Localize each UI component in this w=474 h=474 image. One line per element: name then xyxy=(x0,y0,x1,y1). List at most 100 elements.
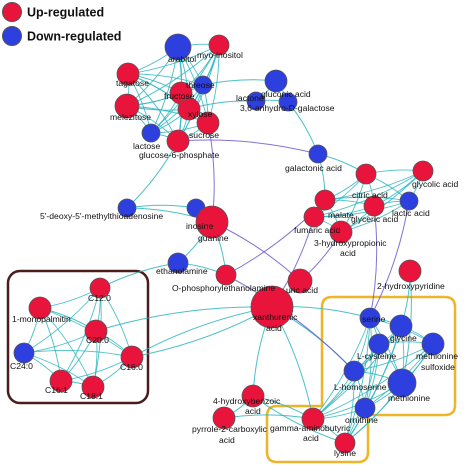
edge-lactic-acid-serine xyxy=(369,200,410,319)
node-lactone xyxy=(246,91,266,111)
label-fumaric-acid: fumaric acid xyxy=(294,225,341,235)
label-monopalmitin: 1-monopalmitin xyxy=(12,314,71,324)
label-pyrrole: pyrrole-2-carboxylic xyxy=(192,424,268,434)
label-gaba: gamma-aminobutyric xyxy=(270,423,351,433)
label-uric-acid: uric acid xyxy=(286,285,318,295)
node-sucrose xyxy=(196,111,220,135)
edge-glucose-6-phosphate-galactonic-acid xyxy=(177,139,319,155)
node-glucose-6-phosphate xyxy=(166,129,190,153)
edge-c12-c24 xyxy=(23,287,101,354)
label-melezitose: melezitose xyxy=(110,112,151,122)
label-c12: C12:0 xyxy=(88,293,111,303)
node-citric-acid xyxy=(355,163,377,185)
node-gaba xyxy=(301,407,325,431)
node-ope xyxy=(215,264,237,286)
node-hydroxypyridine xyxy=(398,259,422,283)
node-ethanolamine xyxy=(167,252,189,274)
label-xanthurenic-acid-2: acid xyxy=(266,323,282,333)
node-xylose xyxy=(177,97,201,121)
node-tagatose xyxy=(116,62,140,86)
label-glucose-6-phosphate: glucose-6-phosphate xyxy=(139,150,219,160)
node-lysine xyxy=(334,432,356,454)
edge-l-cysteine-lysine xyxy=(344,343,380,444)
label-glycolic-acid: glycolic acid xyxy=(412,179,459,189)
label-ornithine: ornithine xyxy=(345,415,378,425)
label-glycine: glycine xyxy=(390,333,417,343)
label-gluconic-acid: gluconic acid xyxy=(261,89,311,99)
label-guanine: guanine xyxy=(198,233,229,243)
node-uric-acid xyxy=(287,268,313,294)
label-threose: threose xyxy=(186,80,215,90)
node-xanthurenic-acid xyxy=(250,285,294,329)
label-c181: C18:1 xyxy=(80,391,103,401)
node-pyrrole xyxy=(212,406,236,430)
label-c20: C20:0 xyxy=(86,335,109,345)
label-c160: C16:0 xyxy=(120,362,143,372)
node-anhydro-galactose xyxy=(278,92,298,112)
label-fructose: fructose xyxy=(164,91,195,101)
edge-glycine-lysine xyxy=(344,325,402,444)
label-citric-acid: citric acid xyxy=(352,190,388,200)
label-hydroxybenzoic-2: acid xyxy=(245,406,261,416)
label-malate: malate xyxy=(328,210,354,220)
label-hydroxypropionic-acid: acid xyxy=(340,248,356,258)
label-ethanolamine: ethanolamine xyxy=(156,266,208,276)
label-methionine-sulfoxide: methionine xyxy=(416,351,458,361)
node-glyceric-acid xyxy=(363,195,385,217)
node-myo-inositol xyxy=(208,34,230,56)
label-methionine-sulfoxide-2: sulfoxide xyxy=(421,362,455,372)
node-gluconic-acid xyxy=(264,69,288,93)
node-c20 xyxy=(84,319,108,343)
legend-down-label: Down-regulated xyxy=(27,30,121,44)
label-lysine: lysine xyxy=(334,448,356,458)
legend-up-label: Up-regulated xyxy=(27,6,104,20)
nodes-layer xyxy=(13,33,445,454)
node-galactonic-acid xyxy=(308,144,328,164)
label-serine: serine xyxy=(362,314,386,324)
label-sucrose: sucrose xyxy=(189,130,219,140)
node-mta xyxy=(117,198,137,218)
node-hydroxybenzoic xyxy=(241,384,265,408)
label-lactose: lactose xyxy=(133,141,160,151)
edge-ope-l-homoserine xyxy=(225,274,355,372)
node-melezitose xyxy=(114,93,140,119)
label-c24: C24:0 xyxy=(10,361,33,371)
label-tagatose: tagatose xyxy=(116,78,149,88)
node-ornithine xyxy=(354,397,376,419)
label-inosine: inosine xyxy=(186,221,213,231)
label-c161: C16:1 xyxy=(45,385,68,395)
label-l-homoserine: L-homoserine xyxy=(334,382,387,392)
label-xylose: xylose xyxy=(188,109,213,119)
node-c161 xyxy=(49,369,73,393)
label-hydroxypropionic: 3-hydroxypropionic xyxy=(314,238,387,248)
label-arabitol: arabitol xyxy=(168,54,196,64)
label-lactone: lactone xyxy=(236,93,264,103)
label-anhydro-galactose: 3,6-anhydro-D-galactose xyxy=(240,103,335,113)
amino-acid-cluster-box xyxy=(265,295,457,464)
label-ope: O-phosphorylethanolamine xyxy=(172,283,275,293)
node-fumaric-acid xyxy=(303,206,325,228)
label-methionine: methionine xyxy=(388,393,430,403)
legend-down-swatch xyxy=(2,26,22,46)
node-hydroxypropionic xyxy=(329,220,353,244)
node-threose xyxy=(193,75,213,95)
label-mta: 5'-deoxy-5'-methylthioadenosine xyxy=(40,211,163,221)
edge-c24-c160 xyxy=(23,350,133,358)
label-lactic-acid: lactic acid xyxy=(392,208,430,218)
node-monopalmitin xyxy=(28,296,52,320)
node-c24 xyxy=(13,342,35,364)
label-glyceric-acid: glyceric acid xyxy=(351,214,399,224)
node-methionine xyxy=(387,368,417,398)
legend-up-swatch xyxy=(2,2,22,22)
label-hydroxypyridine: 2-hydroxypyridine xyxy=(377,281,445,291)
node-l-homoserine xyxy=(343,360,365,382)
edge-serine-lysine xyxy=(344,317,371,444)
label-hydroxybenzoic: 4-hydroxybenzoic xyxy=(213,396,281,406)
node-arabitol xyxy=(164,33,192,61)
node-c12 xyxy=(89,277,111,299)
node-methionine-sulfoxide xyxy=(421,332,445,356)
edge-glyceric-acid-serine xyxy=(369,205,378,319)
node-malate xyxy=(314,189,336,211)
